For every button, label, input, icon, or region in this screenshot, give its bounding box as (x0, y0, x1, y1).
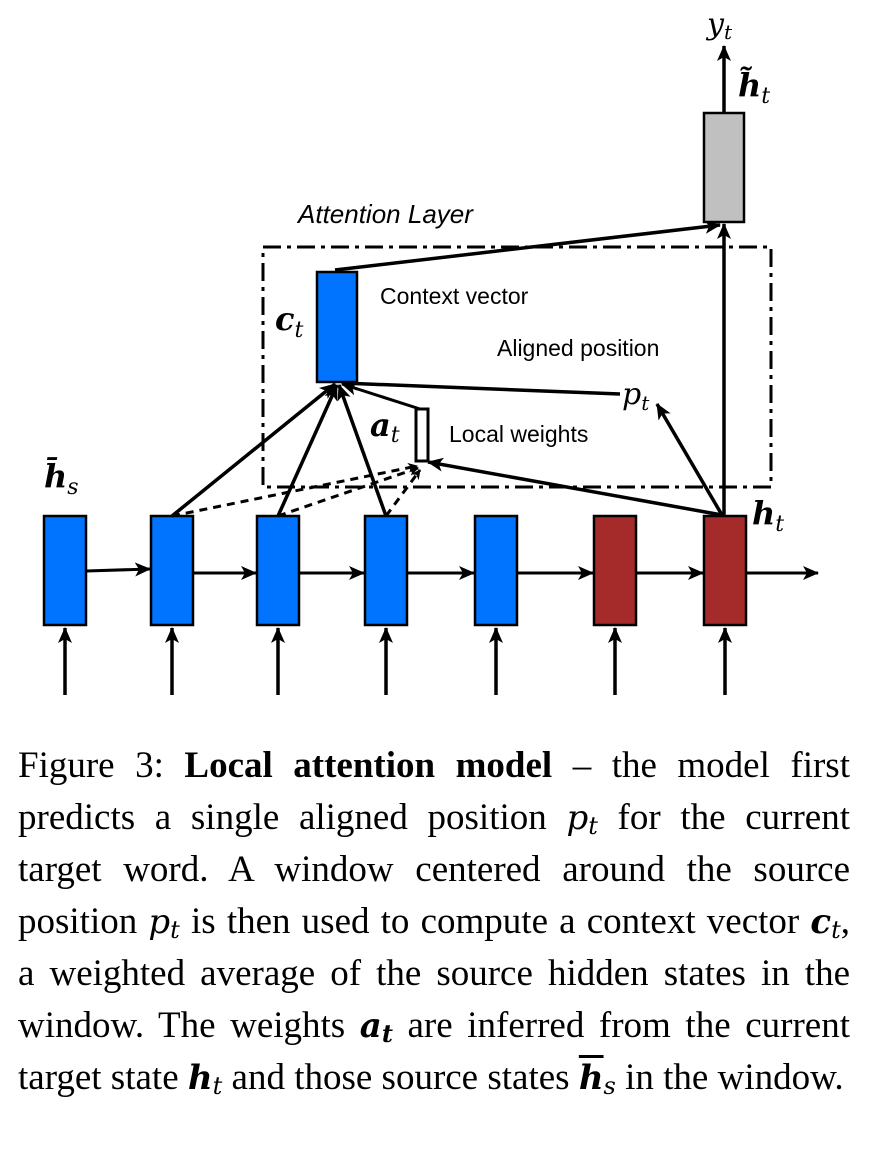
figure-caption: Figure 3: Local attention model – the mo… (18, 745, 850, 1100)
hidden-states (42, 514, 748, 627)
pt-inline-2: pt (148, 901, 180, 944)
ct-inline: ct (810, 901, 841, 944)
ct-symbol: ct (275, 300, 303, 343)
context-to-output-line (334, 219, 721, 272)
target-hidden-state (592, 514, 638, 627)
h-tilde-t-symbol: h̃t (738, 66, 770, 109)
ht-inline: ht (187, 1058, 223, 1100)
svg-text:h̄s: h̄s (44, 457, 79, 500)
source-hidden-state (255, 514, 301, 627)
svg-text:pt: pt (622, 377, 650, 415)
ht-symbol: ht (752, 494, 784, 537)
svg-text:h̃t: h̃t (738, 66, 770, 109)
source-hidden-state (473, 514, 519, 627)
pt-to-context-line (341, 376, 621, 396)
source-hidden-state (42, 514, 88, 627)
local-weights-label: Local weights (449, 421, 588, 447)
yt-symbol: yt (705, 7, 733, 44)
local-weights-box (414, 407, 430, 463)
h-bar-s-symbol: h̄s (44, 457, 79, 500)
context-vector-box (315, 270, 359, 384)
dashed-weight-lines (171, 462, 422, 518)
ht-to-weights-line (427, 457, 723, 517)
svg-text:ht: ht (752, 494, 784, 537)
caption-bold-title: Local attention model (184, 745, 553, 786)
figure-label: Figure 3: (18, 745, 164, 786)
attention-layer-title: Attention Layer (296, 199, 474, 229)
at-symbol: at (370, 406, 400, 448)
source-hidden-state (363, 514, 409, 627)
pt-symbol: pt (622, 377, 650, 415)
source-hidden-state (149, 514, 195, 627)
pt-inline: pt (566, 797, 598, 840)
attentional-state-box (702, 111, 746, 224)
svg-text:yt: yt (705, 7, 733, 44)
recurrent-arrows (85, 562, 819, 580)
context-vector-label: Context vector (380, 283, 529, 309)
aligned-position-label: Aligned position (497, 335, 659, 361)
svg-text:ct: ct (275, 300, 303, 343)
at-inline: at (359, 1005, 393, 1048)
ht-to-pt-line (655, 403, 724, 516)
local-attention-diagram: Attention Layer (42, 7, 819, 695)
source-to-context-lines (170, 382, 388, 518)
hs-inline: hs (578, 1058, 616, 1100)
target-hidden-state (702, 514, 748, 627)
svg-text:at: at (370, 406, 400, 448)
input-arrows (58, 627, 732, 695)
